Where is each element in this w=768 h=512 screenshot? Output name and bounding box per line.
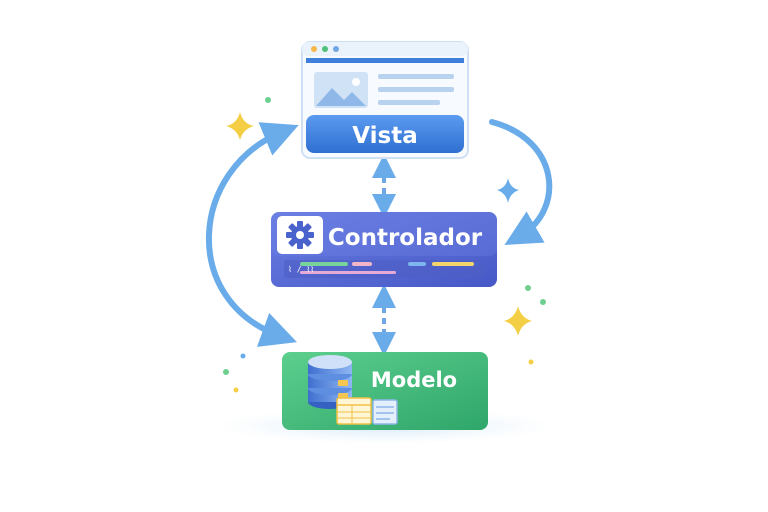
- dot-decoration: [525, 285, 531, 291]
- vista-label: Vista: [352, 123, 418, 149]
- vista-node: Vista: [301, 41, 469, 159]
- controlador-label: Controlador: [328, 225, 483, 251]
- curved-arrow-vista-to-controlador: [489, 119, 553, 246]
- sparkle-icon: [497, 178, 519, 203]
- dot-decoration: [240, 353, 246, 359]
- code-snippet: ⌇ / ⌇⌇: [288, 265, 314, 274]
- sparkle-icon: [226, 112, 254, 140]
- dot-decoration: [223, 369, 229, 375]
- curved-arrow-modelo-to-vista: [205, 122, 299, 347]
- dot-decoration: [233, 387, 239, 393]
- sparkle-icon: [504, 306, 532, 336]
- gear-icon: [286, 221, 314, 249]
- modelo-node: Modelo: [282, 352, 488, 430]
- modelo-label: Modelo: [371, 368, 457, 392]
- table-icon: [336, 397, 398, 425]
- controlador-node: Controlador ⌇ / ⌇⌇: [271, 212, 497, 287]
- dot-decoration: [265, 97, 271, 103]
- dot-decoration: [528, 359, 534, 365]
- database-icon: [308, 355, 352, 409]
- code-strip: ⌇ / ⌇⌇: [284, 260, 484, 278]
- dot-decoration: [540, 299, 546, 305]
- browser-window-icon: [302, 42, 468, 108]
